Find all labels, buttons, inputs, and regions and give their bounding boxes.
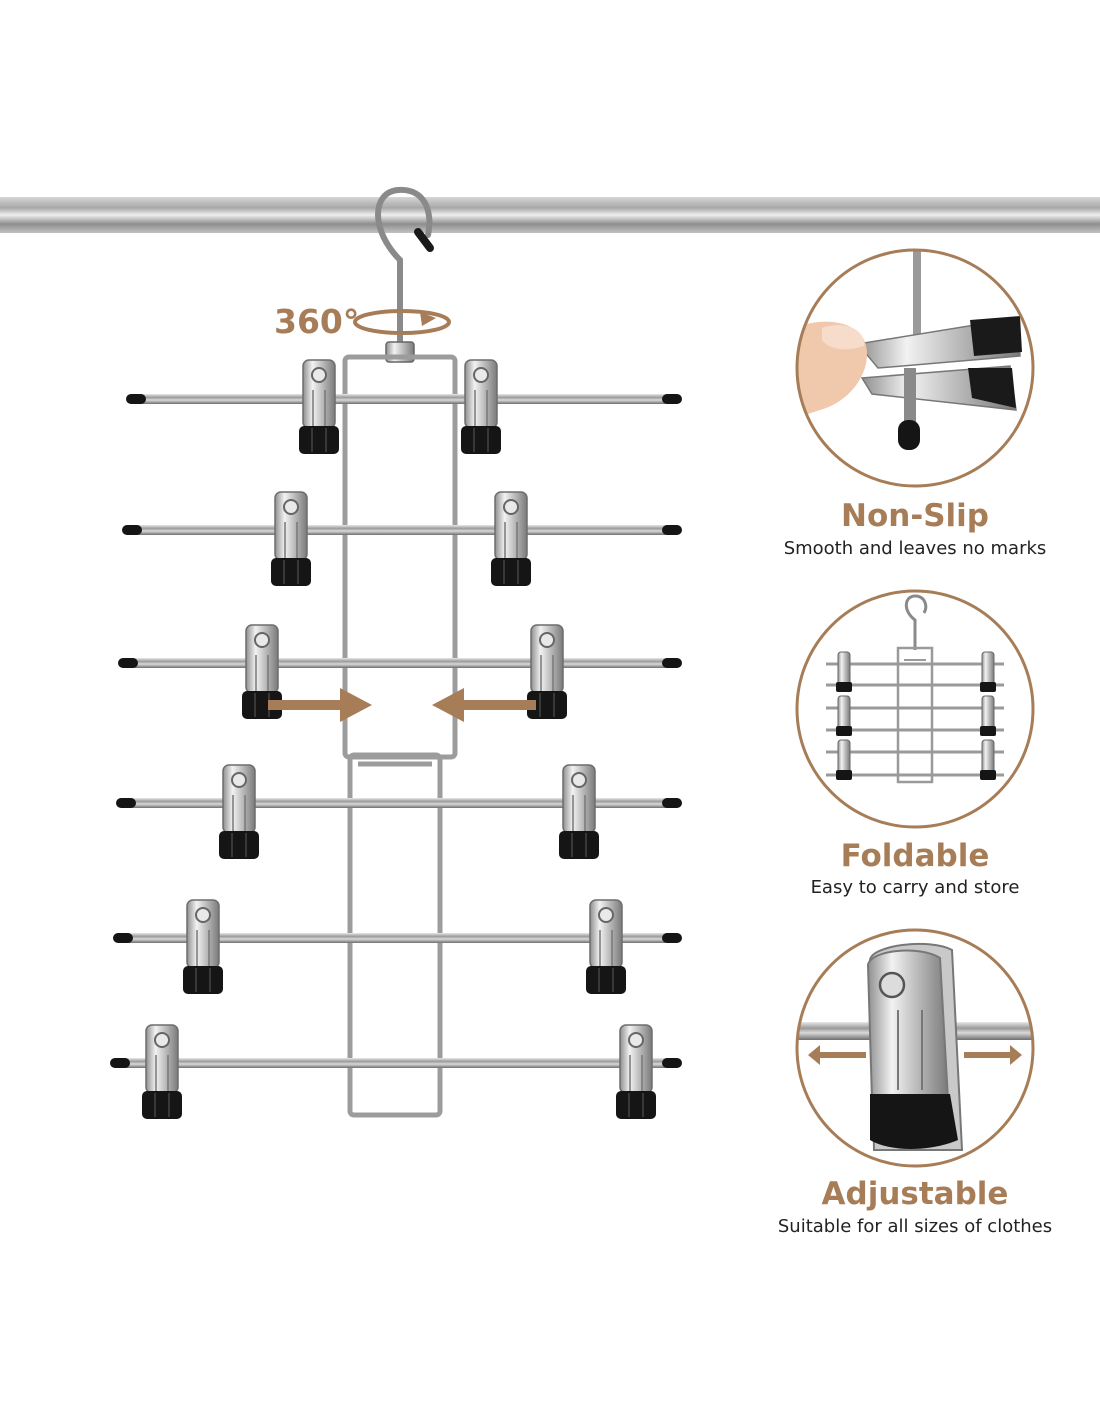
feature-title-non-slip: Non-Slip bbox=[841, 498, 989, 534]
hanger-frame bbox=[342, 354, 458, 1118]
hanger-bar-1 bbox=[126, 359, 682, 455]
feature-title-foldable: Foldable bbox=[840, 838, 990, 874]
folded-hanger-icon bbox=[795, 589, 1035, 829]
feature-subtitle-adjustable: Suitable for all sizes of clothes bbox=[777, 1216, 1053, 1237]
feature-subtitle-foldable: Easy to carry and store bbox=[810, 877, 1020, 898]
closet-rod bbox=[0, 197, 1100, 233]
rotation-label: 360° bbox=[274, 302, 360, 341]
hanger-bar-3 bbox=[118, 624, 682, 720]
clip-pinch-icon bbox=[795, 248, 1035, 488]
feature-title-adjustable: Adjustable bbox=[821, 1176, 1009, 1212]
hanger-bar-2 bbox=[122, 491, 682, 587]
hanger-bar-4 bbox=[116, 764, 682, 860]
adjust-arrows-icon bbox=[268, 688, 536, 722]
feature-subtitle-non-slip: Smooth and leaves no marks bbox=[783, 538, 1047, 559]
rotation-arrow-icon bbox=[353, 309, 451, 335]
hanger-bar-5 bbox=[113, 899, 682, 995]
hanger-bar-6 bbox=[110, 1024, 682, 1120]
sliding-clip-icon bbox=[795, 928, 1035, 1168]
